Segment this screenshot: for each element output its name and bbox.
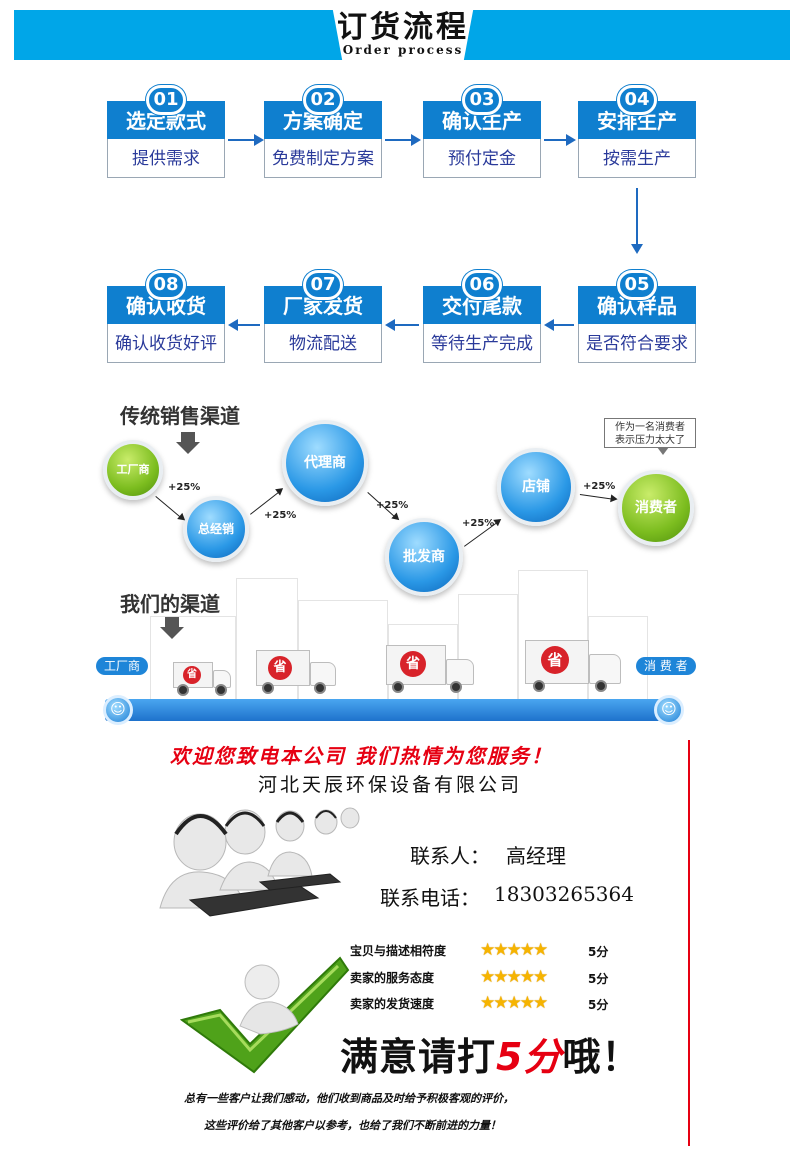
seal-icon: 省 [541, 646, 569, 674]
node-wholesaler: 批发商 [385, 518, 463, 596]
step-subtitle: 按需生产 [603, 149, 671, 169]
truck-icon: 省 [256, 650, 340, 694]
step-number: 03 [462, 85, 502, 115]
rating-label: 宝贝与描述相符度 [350, 944, 447, 958]
node-consumer: 消费者 [618, 470, 694, 546]
arrow-icon [155, 496, 181, 518]
down-arrow-icon [160, 617, 184, 639]
arrow-right-icon [385, 134, 421, 146]
channel-start-label: 工厂商 [96, 657, 149, 675]
markup-label: +25% [168, 482, 201, 493]
smile-icon: ☺ [654, 695, 684, 725]
step-subtitle: 提供需求 [132, 149, 200, 169]
contact-phone: 18303265364 [494, 882, 634, 906]
thanks-line: 这些评价给了其他客户以参考，也给了我们不断前进的力量！ [204, 1119, 501, 1132]
step-number: 05 [617, 270, 657, 300]
step-title: 安排生产 [578, 101, 696, 139]
seal-icon: 省 [183, 666, 201, 684]
consumer-speech-bubble: 作为一名消费者 表示压力太大了 [604, 418, 696, 455]
star-icon: ★★★★★ [480, 967, 548, 987]
rating-score: 5分 [588, 972, 609, 986]
step-number: 07 [303, 270, 343, 300]
truck-icon: 省 [525, 640, 625, 692]
building-outline [458, 594, 518, 702]
node-store: 店铺 [497, 448, 575, 526]
step-number: 01 [146, 85, 186, 115]
star-icon: ★★★★★ [480, 993, 548, 1013]
channel-road [105, 699, 673, 721]
step-02: 方案确定 免费制定方案 02 [264, 85, 382, 178]
arrow-left-icon [385, 319, 419, 331]
step-number: 02 [303, 85, 343, 115]
node-distributor: 总经销 [183, 496, 249, 562]
arrow-icon [579, 494, 612, 500]
rating-score: 5分 [588, 998, 609, 1012]
thanks-line: 总有一些客户让我们感动，他们收到商品及时给予积极客观的评价， [184, 1092, 514, 1105]
building-outline [518, 570, 588, 702]
rating-label: 卖家的服务态度 [350, 971, 435, 985]
contact-phone-label: 联系电话： [380, 886, 480, 910]
step-number: 04 [617, 85, 657, 115]
step-subtitle: 等待生产完成 [431, 334, 533, 354]
contact-person-label: 联系人： [410, 844, 490, 868]
star-icon: ★★★★★ [480, 940, 548, 960]
contact-person: 高经理 [506, 844, 566, 868]
truck-icon: 省 [386, 645, 478, 693]
step-06: 交付尾款 等待生产完成 06 [423, 270, 541, 363]
arrow-down-icon [631, 188, 643, 254]
slogan: 满意请打5分哦！ [340, 1026, 640, 1081]
checkmark-icon [180, 956, 350, 1074]
markup-label: +25% [376, 500, 409, 511]
step-title: 确认收货 [107, 286, 225, 324]
seal-icon: 省 [268, 656, 292, 680]
step-03: 确认生产 预付定金 03 [423, 85, 541, 178]
node-factory: 工厂商 [103, 440, 163, 500]
step-05: 确认样品 是否符合要求 05 [578, 270, 696, 363]
markup-label: +25% [264, 510, 297, 521]
divider-line [688, 740, 690, 1146]
step-08: 确认收货 确认收货好评 08 [107, 270, 225, 363]
step-subtitle: 确认收货好评 [115, 334, 217, 354]
step-01: 选定款式 提供需求 01 [107, 85, 225, 178]
arrow-right-icon [544, 134, 576, 146]
rating-score: 5分 [588, 945, 609, 959]
node-agent: 代理商 [282, 420, 368, 506]
arrow-left-icon [544, 319, 574, 331]
page-title: 订货流程 [337, 10, 469, 45]
our-channel-title: 我们的渠道 [120, 592, 220, 616]
bubble-line: 表示压力太大了 [615, 435, 685, 446]
seal-icon: 省 [400, 651, 426, 677]
step-04: 安排生产 按需生产 04 [578, 85, 696, 178]
slogan-highlight: 5分 [496, 1035, 563, 1079]
truck-icon: 省 [173, 662, 235, 696]
traditional-title: 传统销售渠道 [120, 404, 240, 428]
step-number: 08 [146, 270, 186, 300]
arrow-right-icon [228, 134, 264, 146]
slogan-text: 哦！ [562, 1035, 641, 1079]
call-center-icon [159, 807, 360, 917]
bubble-line: 作为一名消费者 [615, 422, 685, 433]
channel-end-label: 消 费 者 [636, 657, 696, 675]
markup-label: +25% [462, 518, 495, 529]
welcome-text: 欢迎您致电本公司 我们热情为您服务！ [170, 744, 553, 768]
company-name: 河北天辰环保设备有限公司 [258, 774, 523, 796]
step-subtitle: 物流配送 [289, 334, 357, 354]
down-arrow-icon [176, 432, 200, 454]
building-outline [150, 616, 236, 702]
smile-icon: ☺ [103, 695, 133, 725]
step-subtitle: 是否符合要求 [586, 334, 688, 354]
step-subtitle: 免费制定方案 [272, 149, 374, 169]
step-number: 06 [462, 270, 502, 300]
step-subtitle: 预付定金 [448, 149, 516, 169]
page-subtitle: Order process [342, 43, 464, 57]
step-07: 厂家发货 物流配送 07 [264, 270, 382, 363]
slogan-text: 满意请打 [340, 1035, 497, 1079]
building-outline [236, 578, 298, 702]
markup-label: +25% [583, 481, 616, 492]
header-tab: 订货流程 Order process [331, 0, 475, 62]
rating-label: 卖家的发货速度 [350, 997, 435, 1011]
arrow-left-icon [228, 319, 260, 331]
